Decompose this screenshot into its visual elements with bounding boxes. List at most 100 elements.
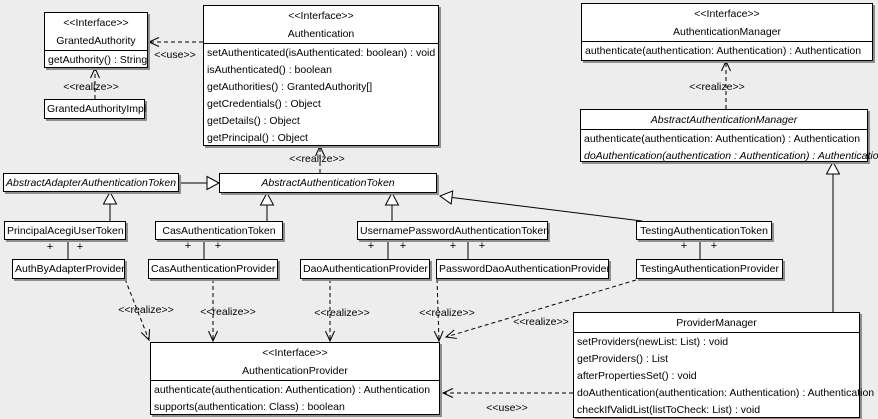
stereotype-label: <<Interface>> xyxy=(288,10,354,22)
stereotype-label: <<Interface>> xyxy=(262,347,328,359)
class-box-testing-authentication-token[interactable]: TestingAuthenticationToken xyxy=(636,221,772,240)
class-title: <<Interface>> GrantedAuthority xyxy=(45,13,147,50)
class-name: AuthenticationProvider xyxy=(242,365,348,377)
class-name: TestingAuthenticationProvider xyxy=(640,263,779,275)
class-name: UsernamePasswordAuthenticationToken xyxy=(360,225,550,237)
class-box-granted-authority-impl[interactable]: GrantedAuthorityImpl xyxy=(44,99,147,119)
class-title: AuthByAdapterProvider xyxy=(13,260,125,278)
class-title: PasswordDaoAuthenticationProvider xyxy=(437,260,611,278)
label-plus: + xyxy=(478,240,486,252)
edge-generalize-casauthenticationtoken xyxy=(259,191,275,221)
operation: getDetails() : Object xyxy=(207,115,300,127)
class-name: TestingAuthenticationToken xyxy=(640,225,768,237)
class-title: UsernamePasswordAuthenticationToken xyxy=(358,222,550,240)
class-title: TestingAuthenticationToken xyxy=(637,222,771,240)
operation: doAuthentication(authentication: Authent… xyxy=(577,387,875,399)
operation: doAuthentication(authentication : Authen… xyxy=(584,150,878,162)
class-title: CasAuthenticationProvider xyxy=(149,260,277,278)
class-name: AuthenticationManager xyxy=(673,26,781,38)
class-title: AbstractAdapterAuthenticationToken xyxy=(4,174,178,192)
class-name: Authentication xyxy=(287,28,355,40)
label-plus: + xyxy=(449,240,457,252)
operations-compartment: authenticate(authentication: Authenticat… xyxy=(581,129,878,165)
label-plus: + xyxy=(214,240,222,252)
class-title: PrincipalAcegiUserToken xyxy=(5,222,125,240)
operation: getAuthority() : String xyxy=(48,54,148,66)
class-name: GrantedAuthorityImpl xyxy=(47,103,147,115)
class-name: DaoAuthenticationProvider xyxy=(303,263,428,275)
edge-use-authentication-grantedauthority xyxy=(147,37,203,47)
class-box-password-dao-authentication-provider[interactable]: PasswordDaoAuthenticationProvider xyxy=(436,259,611,279)
operation: getPrincipal() : Object xyxy=(207,132,308,144)
class-name: ProviderManager xyxy=(676,317,757,329)
operation: isAuthenticated() : boolean xyxy=(207,64,332,76)
class-title: TestingAuthenticationProvider xyxy=(637,260,782,278)
label-realize-authbyadapter: <<realize>> xyxy=(118,304,174,316)
class-title: CasAuthenticationToken xyxy=(156,222,282,240)
class-title: <<Interface>>AuthenticationManager xyxy=(582,4,872,41)
label-realize-daoprovider: <<realize>> xyxy=(314,307,370,319)
class-name: PrincipalAcegiUserToken xyxy=(7,225,124,237)
edge-generalize-testingauthenticationtoken xyxy=(438,190,643,222)
edge-generalize-providermanager-abstractmanager xyxy=(825,160,841,312)
operation: getCredentials() : Object xyxy=(207,98,321,110)
class-title: <<Interface>> AuthenticationProvider xyxy=(151,343,439,380)
label-realize-grantedauthority: <<realize>> xyxy=(63,81,119,93)
operations-compartment: setAuthenticated(isAuthenticated: boolea… xyxy=(204,43,438,147)
class-box-authentication-provider[interactable]: <<Interface>> AuthenticationProvider authe… xyxy=(150,342,440,415)
label-plus: + xyxy=(399,240,407,252)
class-box-authentication[interactable]: <<Interface>> Authentication setAuthentica… xyxy=(203,5,439,146)
class-box-username-password-authentication-token[interactable]: UsernamePasswordAuthenticationToken xyxy=(357,221,550,240)
edge-generalize-abstractadapter-abstracttoken xyxy=(179,175,221,191)
class-box-abstract-authentication-manager[interactable]: AbstractAuthenticationManager authenticat… xyxy=(580,109,878,165)
label-realize-passworddao: <<realize>> xyxy=(419,307,475,319)
class-name: AuthByAdapterProvider xyxy=(15,263,125,275)
class-name: GrantedAuthority xyxy=(56,35,136,47)
class-box-granted-authority[interactable]: <<Interface>> GrantedAuthority getAuthorit… xyxy=(44,12,148,68)
label-use-authentication: <<use>> xyxy=(154,49,196,61)
label-realize-casprovider: <<realize>> xyxy=(200,306,256,318)
operation: checkIfValidList(listToCheck: List) : vo… xyxy=(577,404,761,416)
class-box-cas-authentication-provider[interactable]: CasAuthenticationProvider xyxy=(148,259,278,279)
label-realize-testingprovider: <<realize>> xyxy=(513,316,569,328)
class-title: DaoAuthenticationProvider xyxy=(301,260,429,278)
operation: setAuthenticated(isAuthenticated: boolea… xyxy=(207,47,436,59)
stereotype-label: <<Interface>> xyxy=(63,17,129,29)
class-name: PasswordDaoAuthenticationProvider xyxy=(439,263,611,275)
class-box-auth-by-adapter-provider[interactable]: AuthByAdapterProvider xyxy=(12,259,125,279)
operation: authenticate(authentication: Authenticat… xyxy=(154,384,431,396)
class-box-provider-manager[interactable]: ProviderManager setProviders(newList: Lis… xyxy=(573,312,875,419)
class-name: CasAuthenticationToken xyxy=(162,225,276,237)
edge-generalize-principalacegiusertoken xyxy=(102,190,118,221)
class-title: ProviderManager xyxy=(574,313,859,332)
label-realize-authenticationmanager: <<realize>> xyxy=(689,81,745,93)
class-box-abstract-adapter-authentication-token[interactable]: AbstractAdapterAuthenticationToken xyxy=(3,173,179,192)
label-plus: + xyxy=(710,240,718,252)
class-box-dao-authentication-provider[interactable]: DaoAuthenticationProvider xyxy=(300,259,430,279)
label-plus: + xyxy=(184,240,192,252)
class-name: CasAuthenticationProvider xyxy=(151,263,276,275)
label-plus: + xyxy=(76,241,84,253)
class-name: AbstractAdapterAuthenticationToken xyxy=(6,177,177,189)
operation: authenticate(authentication: Authenticat… xyxy=(584,133,861,145)
label-use-providermanager: <<use>> xyxy=(486,402,528,414)
label-plus: + xyxy=(367,240,375,252)
operation: getAuthorities() : GrantedAuthority[] xyxy=(207,81,373,93)
class-name: AbstractAuthenticationManager xyxy=(650,114,798,126)
operation: afterPropertiesSet() : void xyxy=(577,370,697,382)
class-box-principal-acegi-user-token[interactable]: PrincipalAcegiUserToken xyxy=(4,221,126,240)
class-title: AbstractAuthenticationManager xyxy=(581,110,867,129)
operations-compartment: getAuthority() : String xyxy=(45,50,147,69)
class-title: AbstractAuthenticationToken xyxy=(220,174,436,192)
operation: setProviders(newList: List) : void xyxy=(577,336,729,348)
class-box-abstract-authentication-token[interactable]: AbstractAuthenticationToken xyxy=(219,173,437,193)
operations-compartment: authenticate(authentication: Authenticat… xyxy=(151,380,439,416)
edge-generalize-usernamepasswordtoken xyxy=(384,191,400,221)
class-title: GrantedAuthorityImpl xyxy=(45,100,147,118)
label-plus: + xyxy=(46,241,54,253)
class-box-testing-authentication-provider[interactable]: TestingAuthenticationProvider xyxy=(636,259,783,279)
class-box-cas-authentication-token[interactable]: CasAuthenticationToken xyxy=(155,221,283,240)
